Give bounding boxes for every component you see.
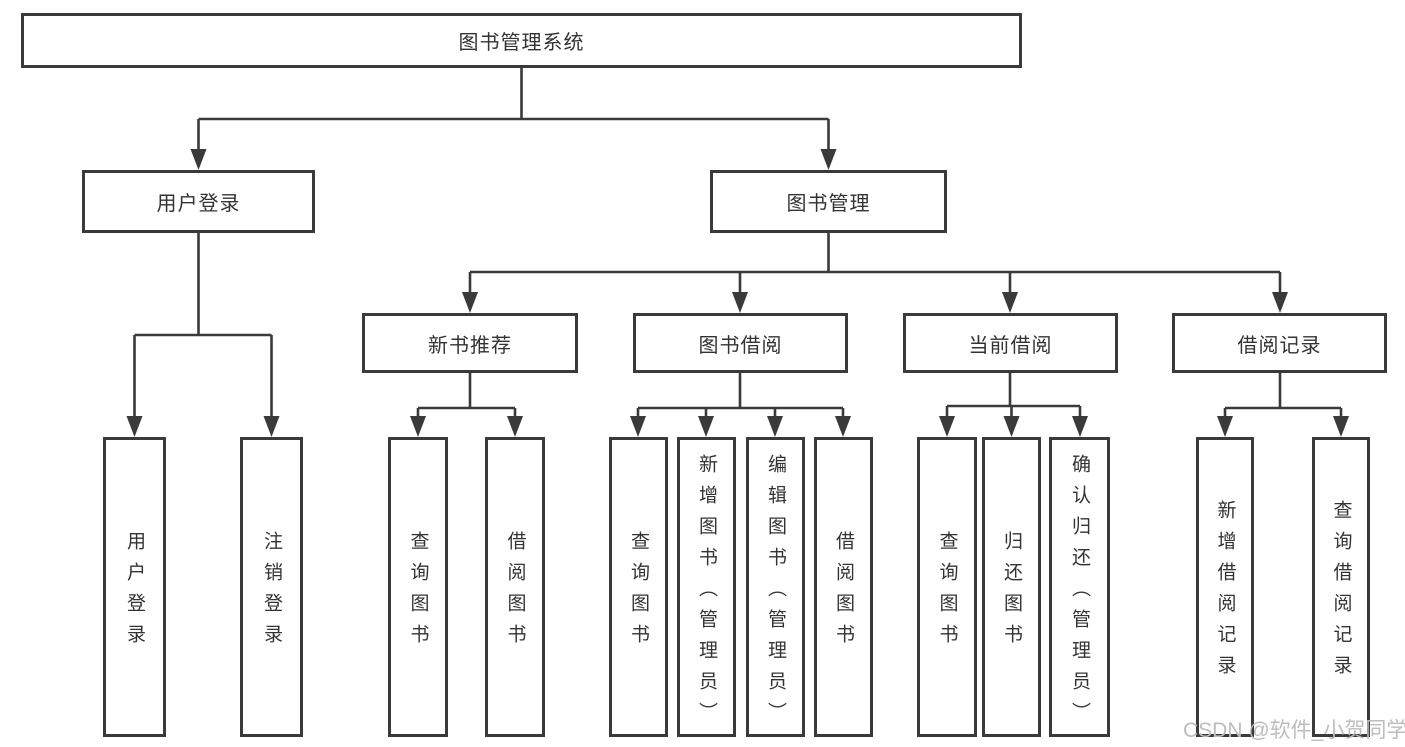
arrowhead xyxy=(732,292,748,313)
node-label: 用户登录 xyxy=(124,531,145,655)
arrowhead xyxy=(410,416,426,437)
node-label: 用户登录 xyxy=(156,193,241,215)
arrowhead xyxy=(835,416,851,437)
node-leaf-cb-query-book: 查询图书 xyxy=(917,437,977,737)
node-leaf-user-login: 用户登录 xyxy=(103,437,166,737)
edge-newbookrec-to-leaves xyxy=(416,373,517,433)
arrowhead xyxy=(507,416,523,437)
arrowhead xyxy=(698,416,714,437)
node-leaf-br-query-record: 查询借阅记录 xyxy=(1312,437,1370,737)
node-leaf-rec-borrow-book: 借阅图书 xyxy=(485,437,545,737)
node-leaf-cb-confirm-return: 确认归还（管理员） xyxy=(1049,437,1110,737)
node-leaf-bb-add-book: 新增图书（管理员） xyxy=(677,437,736,737)
arrowhead xyxy=(1072,416,1088,437)
arrowhead xyxy=(630,416,646,437)
arrowhead xyxy=(190,149,207,170)
edge-currentborrow-to-leaves xyxy=(945,373,1082,433)
arrowhead xyxy=(263,416,280,437)
node-label: 借阅图书 xyxy=(504,531,526,655)
node-label: 新增图书（管理员） xyxy=(696,453,717,733)
node-user-login: 用户登录 xyxy=(82,170,315,233)
arrowhead xyxy=(1272,292,1288,313)
edge-bookborrow-to-leaves xyxy=(636,373,845,433)
node-label: 归还图书 xyxy=(1001,531,1022,655)
node-book-borrow: 图书借阅 xyxy=(633,313,848,373)
node-leaf-logout: 注销登录 xyxy=(240,437,303,737)
node-label: 查询图书 xyxy=(628,531,649,655)
edge-userlogin-to-leaves xyxy=(133,233,273,433)
node-label: 图书管理系统 xyxy=(458,32,585,54)
node-leaf-rec-query-book: 查询图书 xyxy=(388,437,448,737)
arrowhead xyxy=(767,416,783,437)
node-label: 查询借阅记录 xyxy=(1330,500,1352,686)
node-label: 新书推荐 xyxy=(428,334,512,357)
node-leaf-br-add-record: 新增借阅记录 xyxy=(1196,437,1254,737)
node-new-book-rec: 新书推荐 xyxy=(362,313,578,373)
arrowhead xyxy=(462,292,478,313)
arrowhead xyxy=(1003,416,1020,437)
node-label: 图书管理 xyxy=(786,193,871,215)
arrowhead xyxy=(1002,292,1018,313)
node-label: 当前借阅 xyxy=(968,334,1053,357)
watermark: CSDN @软件_小贺同学 xyxy=(1183,719,1405,742)
node-current-borrow: 当前借阅 xyxy=(903,313,1118,373)
node-label: 查询图书 xyxy=(936,531,958,655)
node-label: 注销登录 xyxy=(261,531,282,655)
node-label: 编辑图书（管理员） xyxy=(765,453,786,733)
arrowhead xyxy=(1333,416,1349,437)
node-leaf-bb-edit-book: 编辑图书（管理员） xyxy=(746,437,805,737)
node-book-mgmt: 图书管理 xyxy=(710,170,947,233)
node-label: 新增借阅记录 xyxy=(1214,500,1236,686)
node-leaf-bb-query-book: 查询图书 xyxy=(609,437,668,737)
arrowhead xyxy=(939,416,955,437)
node-label: 查询图书 xyxy=(407,531,429,655)
arrowhead xyxy=(820,149,837,170)
edge-bookmgmt-to-level3 xyxy=(468,233,1282,309)
arrowhead xyxy=(126,416,143,437)
node-label: 借阅记录 xyxy=(1237,334,1322,357)
node-label: 借阅图书 xyxy=(833,531,854,655)
node-root: 图书管理系统 xyxy=(21,13,1022,68)
node-label: 确认归还（管理员） xyxy=(1069,453,1090,733)
node-leaf-bb-borrow-book: 借阅图书 xyxy=(814,437,873,737)
node-label: 图书借阅 xyxy=(698,334,783,357)
edge-root-to-level2 xyxy=(197,68,830,166)
edge-borrowrecord-to-leaves xyxy=(1223,373,1343,433)
node-leaf-cb-return-book: 归还图书 xyxy=(982,437,1041,737)
node-borrow-record: 借阅记录 xyxy=(1172,313,1387,373)
arrowhead xyxy=(1217,416,1233,437)
